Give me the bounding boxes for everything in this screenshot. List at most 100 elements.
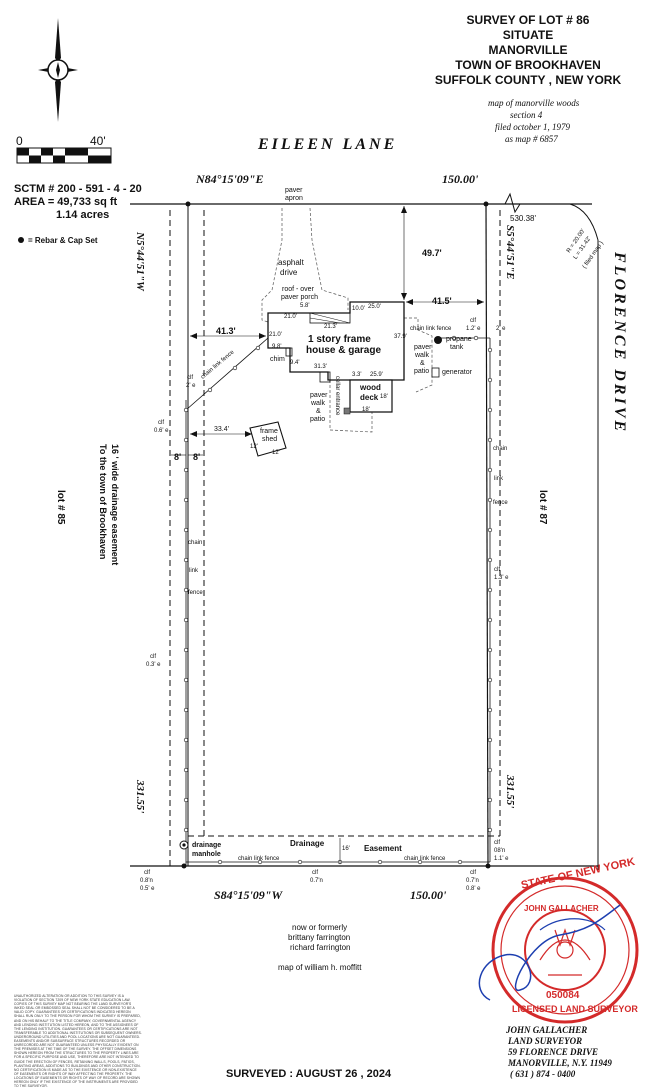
lot-east: lot # 87: [537, 490, 548, 525]
west-easement-1: 16 ' wide drainage easement: [110, 444, 120, 566]
shed-label-1: frame: [260, 428, 278, 435]
dim-37-9: 37.9': [394, 334, 407, 340]
paver-patio-1: paver: [310, 392, 328, 399]
clf-west-top-1: clf: [187, 375, 193, 381]
owner-2: brittany farrington: [288, 933, 351, 942]
rebar-cap-icon: [18, 237, 24, 243]
chain-link-fence-a: chain link fence: [410, 326, 452, 332]
street-east: FLORENCE DRIVE: [611, 252, 628, 435]
disclaimer-text: UNAUTHORIZED ALTERATION OR ADDITION TO T…: [14, 994, 142, 1088]
dim-east-setback: 41.5': [432, 296, 452, 306]
clf-e13-1: clf: [494, 567, 500, 573]
chain-w1: chain: [188, 540, 203, 546]
fence-posts: [183, 335, 493, 865]
tie-distance: 530.38': [510, 214, 536, 223]
chain-link-fence-d: chain link fence: [404, 856, 446, 862]
dimension-arrows: [190, 206, 484, 437]
scale-max: 40': [90, 134, 106, 148]
map-ref-line4: as map # 6857: [505, 134, 558, 144]
paver-patio-4: patio: [310, 416, 326, 423]
south-easement-1: Drainage: [290, 839, 325, 848]
west-easement-2: To the town of Brookhaven: [98, 444, 108, 560]
surveyor-5: ( 631 ) 874 - 0400: [510, 1069, 576, 1079]
clf-se-2: 0.7'n: [466, 878, 479, 884]
south-distance: 150.00': [410, 888, 447, 902]
propane-tank-icon: [434, 336, 442, 344]
sctm: SCTM # 200 - 591 - 4 - 20: [14, 183, 142, 195]
seal-name: JOHN GALLACHER: [524, 904, 599, 913]
dim-21-0a: 21.0': [284, 314, 297, 320]
west-8b: 8': [193, 452, 201, 462]
north-bearing: N84°15'09"E: [196, 172, 264, 186]
seal-license: 050084: [546, 990, 580, 1001]
title-line3: MANORVILLE: [488, 43, 568, 57]
house-label-2: house & garage: [306, 345, 382, 356]
area: AREA = 49,733 sq ft: [14, 196, 118, 208]
paver-east-4: patio: [414, 368, 430, 375]
porch-2: paver porch: [281, 294, 318, 301]
map-line: map of william h. moffitt: [278, 963, 362, 972]
clf-ne-3: 2' e: [496, 326, 506, 332]
clf-w06-2: 0.6' e: [154, 428, 169, 434]
south-16: 16': [342, 846, 350, 852]
paver-east-3: &: [420, 360, 425, 367]
link-w1: link: [189, 568, 199, 574]
easement-lines: [169, 210, 501, 866]
clf-ser-2: 08'n: [494, 848, 506, 854]
asphalt-2: drive: [280, 268, 298, 277]
seal-bottom: LICENSED LAND SURVEYOR: [512, 1004, 638, 1014]
shed-outline: [249, 421, 287, 457]
lot-west: lot # 85: [55, 490, 66, 525]
paver-apron-2: apron: [285, 195, 303, 202]
dim-21-3: 21.3': [324, 324, 337, 330]
east-distance: 331.55': [504, 775, 516, 809]
deck-label-1: wood: [360, 383, 381, 392]
dim-9-4: 9.4': [290, 360, 300, 366]
surveyor-seal: [491, 876, 639, 1024]
street-north: EILEEN LANE: [258, 136, 398, 153]
link-e1: link: [494, 476, 504, 482]
shed-dim-12a: 12': [250, 444, 258, 450]
clf-sw-3: 0.5' e: [140, 886, 155, 892]
generator-label: generator: [442, 369, 472, 376]
clf-s07-1: clf: [312, 870, 318, 876]
clf-ser-3: 1.1' e: [494, 856, 509, 862]
clf-e13-2: 1.3' e: [494, 575, 509, 581]
owner-3: richard farrington: [290, 943, 351, 952]
surveyor-2: LAND SURVEYOR: [508, 1036, 583, 1046]
map-ref-line2: section 4: [510, 110, 543, 120]
house-label-1: 1 story frame: [308, 334, 371, 345]
dim-9-8: 9.8': [272, 344, 282, 350]
clf-w03-2: 0.3' e: [146, 662, 161, 668]
dim-31-3: 31.3': [314, 364, 327, 370]
clf-se-1: clf: [470, 870, 476, 876]
cellar-label: cellar entrance: [334, 376, 340, 416]
surveyed-date: SURVEYED : AUGUST 26 , 2024: [226, 1068, 392, 1080]
manhole-label-2: manhole: [192, 851, 221, 858]
dim-west-setback: 41.3': [216, 326, 236, 336]
surveyor-1: JOHN GALLACHER: [506, 1025, 588, 1035]
shed-dim-12b: 12': [272, 450, 280, 456]
paver-east-1: paver: [414, 344, 432, 351]
deck-label-2: deck: [360, 393, 379, 402]
drainage-manhole-icon: [179, 840, 189, 850]
title-line5: SUFFOLK COUNTY , NEW YORK: [434, 73, 622, 87]
clf-ne-2: 1.2' e: [466, 326, 481, 332]
clf-ne-1: clf: [470, 318, 476, 324]
propane-label-1: propane: [446, 336, 472, 343]
deck-outline: [349, 379, 393, 413]
acres: 1.14 acres: [56, 209, 110, 221]
clf-sw-2: 0.8'n: [140, 878, 153, 884]
dim-shed-setback: 33.4': [214, 426, 229, 433]
paver-east-2: walk: [415, 352, 430, 359]
chain-e1: chain: [493, 446, 508, 452]
fence-e1: fence: [493, 500, 508, 506]
title-line4: TOWN OF BROOKHAVEN: [455, 58, 601, 72]
clf-w06-1: clf: [158, 420, 164, 426]
shed-label-2: shed: [262, 436, 278, 443]
chain-link-fence-c: chain link fence: [238, 856, 280, 862]
dim-18a: 18': [380, 394, 388, 400]
chain-link-fences: [185, 337, 491, 866]
dim-5-8: 5.8': [300, 303, 310, 309]
